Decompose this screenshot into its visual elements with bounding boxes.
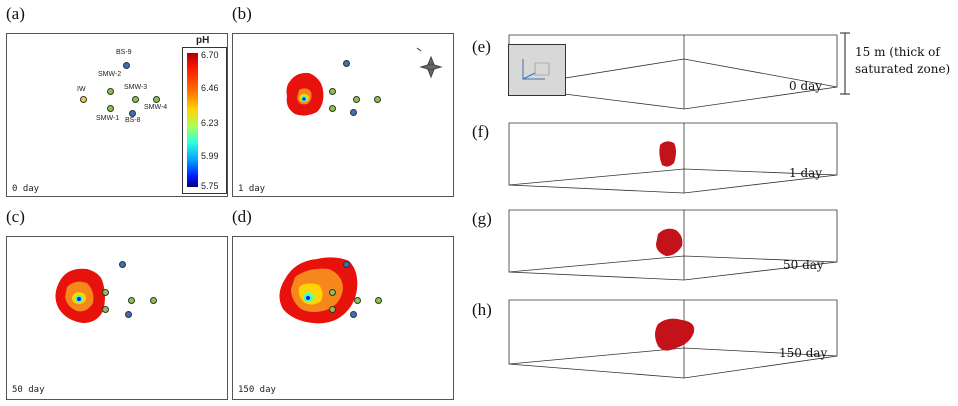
- well-smw2: [329, 289, 336, 296]
- day-label-f: 1 day: [789, 166, 823, 180]
- well-smw4: [374, 96, 381, 103]
- panel-c: 50 day: [6, 236, 228, 400]
- day-label-a: 0 day: [12, 184, 40, 194]
- well-label-iw: IW: [77, 86, 86, 93]
- box-3d-g: [508, 209, 838, 281]
- well-smw3: [353, 96, 360, 103]
- well-label-smw4: SMW-4: [144, 104, 168, 111]
- panel-b: 1 day: [232, 33, 454, 197]
- well-bs9: [343, 261, 350, 268]
- box-3d-f: [508, 122, 838, 194]
- well-smw3: [132, 96, 139, 103]
- day-label-h: 150 day: [779, 346, 828, 360]
- thickness-label-2: saturated zone): [855, 62, 951, 76]
- well-smw4: [150, 297, 157, 304]
- colorbar-tick-2: 6.46: [201, 83, 219, 93]
- well-smw1: [107, 105, 114, 112]
- well-bs8: [125, 311, 132, 318]
- orientation-inset: [508, 44, 566, 96]
- well-smw2: [102, 289, 109, 296]
- well-bs9: [123, 62, 130, 69]
- plume-c: [55, 268, 105, 323]
- well-iw: [80, 96, 87, 103]
- well-smw4: [375, 297, 382, 304]
- panel-label-d: (d): [232, 207, 252, 226]
- box-3d-h: [508, 299, 838, 379]
- panel-label-f: (f): [472, 122, 489, 141]
- well-label-smw2: SMW-2: [98, 71, 122, 78]
- well-smw3: [354, 297, 361, 304]
- well-smw1: [329, 306, 336, 313]
- colorbar-title: pH: [196, 35, 210, 46]
- panel-label-e: (e): [472, 37, 491, 56]
- well-smw2: [329, 88, 336, 95]
- colorbar-tick-1: 6.70: [201, 50, 219, 60]
- panel-label-h: (h): [472, 300, 492, 319]
- panel-label-a: (a): [6, 4, 25, 23]
- day-label-c: 50 day: [12, 385, 45, 395]
- panel-label-b: (b): [232, 4, 252, 23]
- plume-d: [279, 257, 358, 324]
- well-bs9: [119, 261, 126, 268]
- well-label-bs9: BS-9: [116, 49, 132, 56]
- plume-b: [286, 47, 443, 116]
- day-label-d: 150 day: [238, 385, 276, 395]
- colorbar-tick-3: 6.23: [201, 118, 219, 128]
- thickness-label-1: 15 m (thick of: [855, 45, 940, 59]
- well-label-bs8: BS-8: [125, 117, 141, 124]
- colorbar-gradient: [187, 53, 198, 187]
- well-smw3: [128, 297, 135, 304]
- panel-label-g: (g): [472, 209, 492, 228]
- day-label-e: 0 day: [789, 79, 823, 93]
- well-smw4: [153, 96, 160, 103]
- well-smw1: [102, 306, 109, 313]
- colorbar-tick-5: 5.75: [201, 181, 219, 191]
- axes-triad-icon: [522, 59, 550, 80]
- well-smw1: [329, 105, 336, 112]
- panel-label-c: (c): [6, 207, 25, 226]
- panel-a: BS-9 SMW-2 SMW-3 IW SMW-4 SMW-1 BS-8 pH …: [6, 33, 228, 197]
- colorbar-tick-4: 5.99: [201, 151, 219, 161]
- well-smw2: [107, 88, 114, 95]
- well-label-smw1: SMW-1: [96, 115, 120, 122]
- well-bs8: [129, 110, 136, 117]
- well-label-smw3: SMW-3: [124, 84, 148, 91]
- well-bs8: [350, 109, 357, 116]
- day-label-b: 1 day: [238, 184, 266, 194]
- thickness-bracket: [840, 32, 850, 95]
- panel-d: 150 day: [232, 236, 454, 400]
- day-label-g: 50 day: [783, 258, 824, 272]
- well-bs8: [350, 311, 357, 318]
- well-bs9: [343, 60, 350, 67]
